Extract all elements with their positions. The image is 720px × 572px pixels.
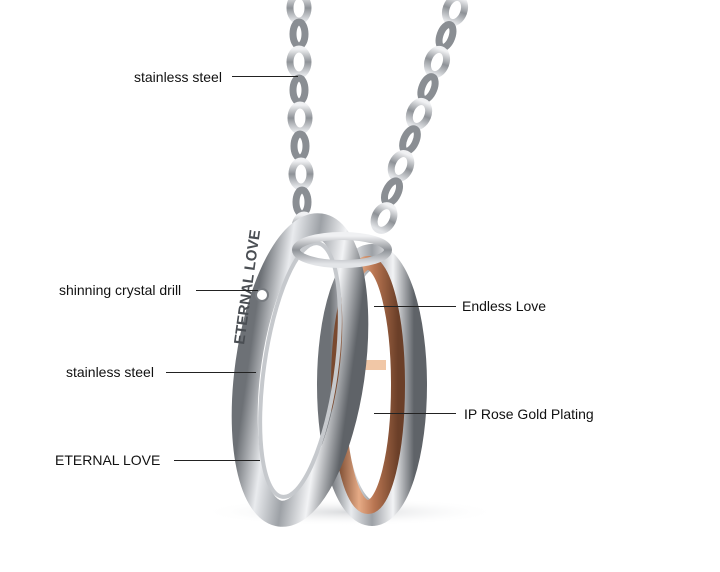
label-engraving: ETERNAL LOVE xyxy=(55,452,161,468)
bail-ring xyxy=(292,232,392,268)
leader-outer-ring xyxy=(166,372,256,373)
crystal-stone xyxy=(255,288,269,302)
chain-left xyxy=(286,0,317,245)
leader-plating xyxy=(374,413,456,414)
label-crystal: shinning crystal drill xyxy=(59,282,182,298)
leader-engraving xyxy=(174,460,260,461)
label-inner-band: Endless Love xyxy=(462,298,547,314)
label-plating: IP Rose Gold Plating xyxy=(464,406,594,422)
leader-chain xyxy=(232,76,298,77)
leader-crystal xyxy=(196,290,258,291)
outer-ring: ETERNAL LOVE xyxy=(231,213,369,527)
leader-inner-band xyxy=(374,306,456,307)
label-outer-ring: stainless steel xyxy=(66,364,154,380)
chain-right xyxy=(370,0,469,234)
rose-gold-cross-mark xyxy=(350,360,386,370)
label-chain: stainless steel xyxy=(134,69,222,85)
